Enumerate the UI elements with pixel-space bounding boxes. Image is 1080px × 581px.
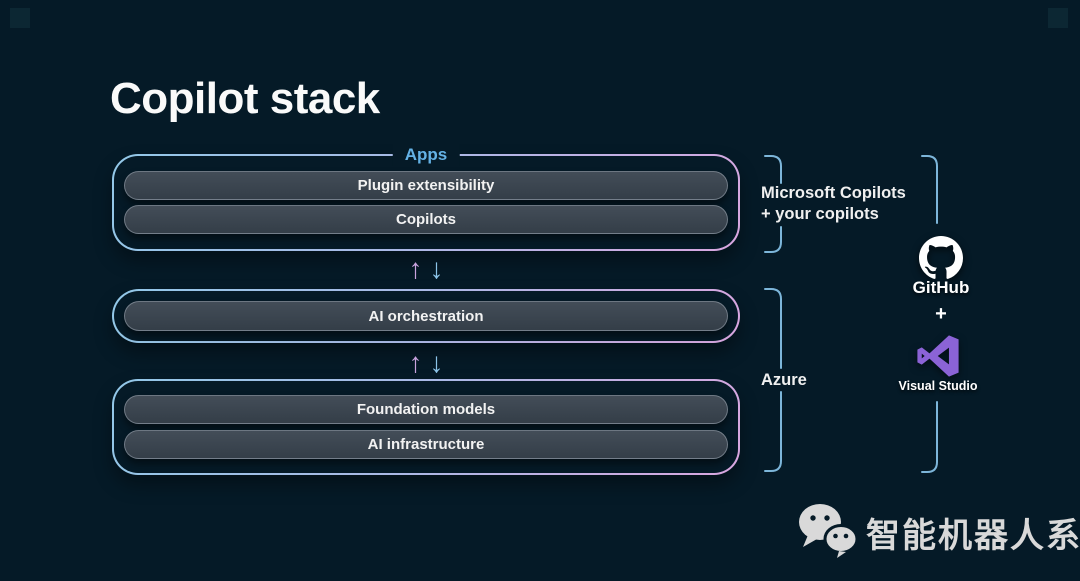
apps-label: Apps xyxy=(392,144,460,166)
bar-foundation-models: Foundation models xyxy=(124,395,728,424)
bar-plugin-extensibility: Plugin extensibility xyxy=(124,171,728,200)
plus-sign: + xyxy=(935,303,947,325)
watermark-text: 智能机器人系统 xyxy=(866,517,1080,555)
orchestration-container: AI orchestration xyxy=(112,289,740,343)
up-arrow-icon: ↑ xyxy=(408,253,423,284)
visual-studio-icon xyxy=(917,335,959,377)
corner-mark xyxy=(10,8,30,28)
arrow-pair: ↑↓ xyxy=(112,347,740,379)
bar-ai-infrastructure: AI infrastructure xyxy=(124,430,728,459)
apps-container: Apps Plugin extensibility Copilots xyxy=(112,144,740,251)
up-arrow-icon: ↑ xyxy=(408,347,423,378)
arrow-pair: ↑↓ xyxy=(112,253,740,285)
tools-bracket xyxy=(921,155,938,473)
foundation-container: Foundation models AI infrastructure xyxy=(112,379,740,475)
corner-mark xyxy=(1048,8,1068,28)
visual-studio-label: Visual Studio xyxy=(898,379,978,393)
copilots-annotation: Microsoft Copilots + your copilots xyxy=(761,183,906,224)
bar-ai-orchestration: AI orchestration xyxy=(124,301,728,331)
github-label: GitHub xyxy=(912,278,970,297)
down-arrow-icon: ↓ xyxy=(429,253,444,284)
azure-annotation: Azure xyxy=(761,371,807,389)
copilots-bracket xyxy=(764,155,782,253)
copilots-annotation-line2: + your copilots xyxy=(761,204,879,223)
page-title: Copilot stack xyxy=(110,74,380,123)
azure-bracket xyxy=(764,288,782,472)
bar-copilots: Copilots xyxy=(124,205,728,234)
copilots-annotation-line1: Microsoft Copilots xyxy=(761,184,906,202)
github-icon xyxy=(919,236,963,279)
wechat-icon xyxy=(799,504,859,558)
down-arrow-icon: ↓ xyxy=(429,347,444,378)
